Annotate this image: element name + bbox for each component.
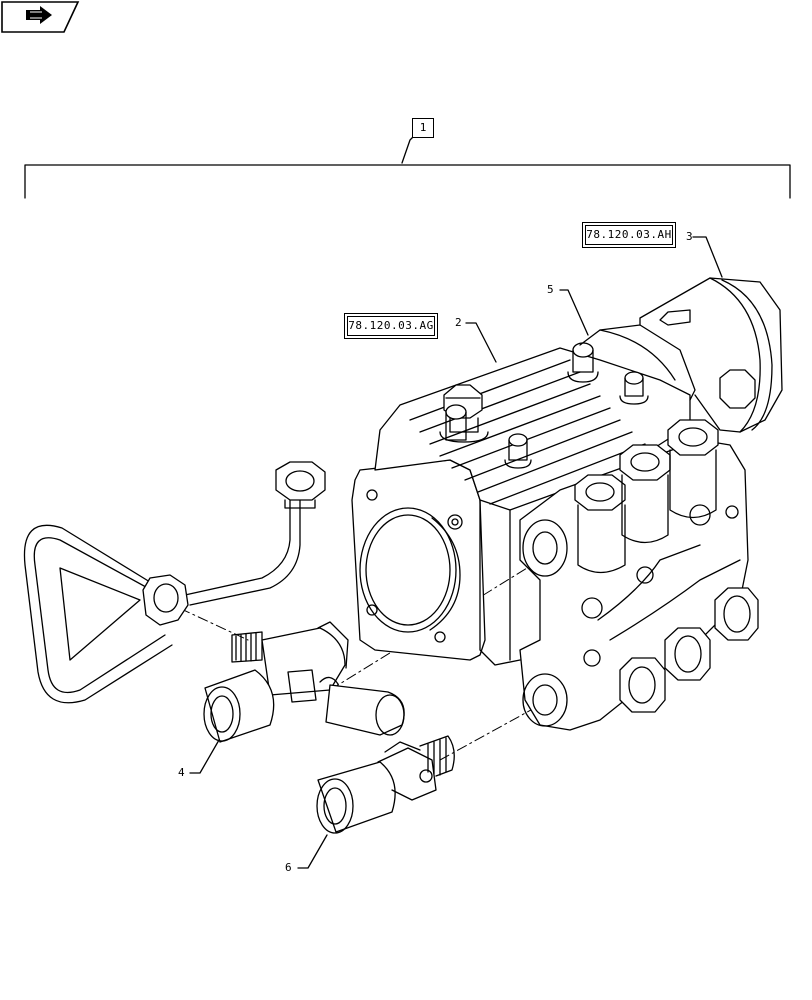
leader-4 — [189, 739, 220, 774]
callout-motor: 3 — [686, 230, 693, 243]
callout-elbow-fitting: 6 — [285, 861, 292, 874]
callout-tee-fitting: 4 — [178, 766, 185, 779]
leader-3 — [692, 236, 723, 278]
tee-fitting — [203, 621, 405, 743]
manifold-head — [519, 419, 759, 731]
callout-adapter: 5 — [547, 283, 554, 296]
motor-adapter — [579, 277, 783, 433]
previous-page-tab[interactable] — [0, 0, 80, 34]
hose-assembly — [23, 461, 326, 704]
arrow-right-icon — [26, 6, 52, 24]
motor-reference-link[interactable]: 78.120.03.AH — [582, 222, 676, 248]
leader-6 — [297, 834, 328, 869]
elbow-fitting — [316, 735, 455, 834]
callout-pump: 2 — [455, 316, 462, 329]
assembly-item-number: 1 — [412, 118, 434, 138]
pump-reference-link[interactable]: 78.120.03.AG — [344, 313, 438, 339]
leader-5 — [559, 289, 589, 336]
pump-body — [351, 342, 691, 666]
assembly-bracket — [24, 136, 791, 199]
leader-2 — [465, 322, 497, 363]
